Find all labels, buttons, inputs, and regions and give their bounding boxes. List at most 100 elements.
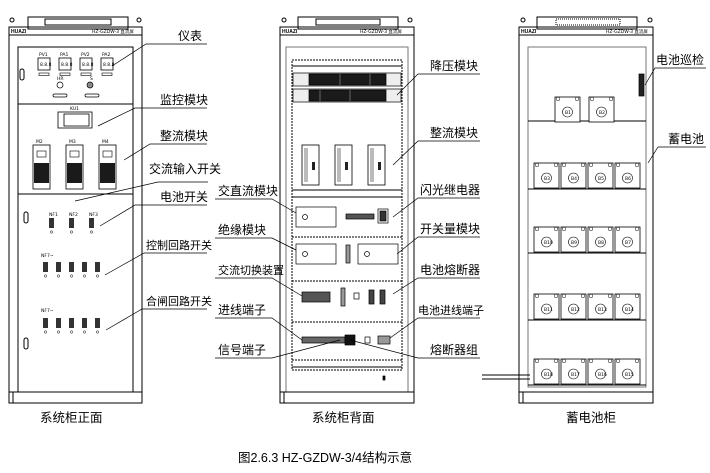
lifting-eye	[281, 17, 287, 23]
switch-indicator	[70, 230, 73, 234]
callout-control-circuit-switch: 控制回路开关	[146, 238, 212, 252]
battery-cell	[533, 162, 560, 189]
acdc-module-knob	[302, 214, 308, 220]
terminal-negative	[615, 358, 621, 364]
battery-cabinet	[482, 16, 654, 404]
terminal-negative	[534, 162, 540, 168]
figure-caption: 图2.6.3 HZ-GZDW-3/4结构示意	[238, 450, 412, 465]
indicator-label-hr: HR	[57, 76, 64, 82]
meter-readout: 8.8.8	[61, 62, 73, 68]
rectifier-heatsink	[337, 148, 341, 182]
terminal-negative	[588, 293, 594, 299]
rectifier-display	[102, 150, 113, 158]
cell-label-ring	[622, 172, 633, 184]
cell-label-ring	[541, 236, 552, 248]
step-down-modules	[292, 72, 402, 103]
small-relay	[353, 292, 360, 300]
terminal-positive	[608, 96, 614, 102]
rear-brand-logo: HUAZI	[282, 29, 298, 35]
switch-indicator	[83, 330, 86, 334]
callout-monitor-module: 监控模块	[160, 93, 208, 107]
meter-nameplate	[80, 72, 92, 76]
terminal-positive	[634, 293, 640, 299]
terminal-positive	[607, 293, 613, 299]
rear-model-plate: HZ-GZDW-3 直流屏	[360, 28, 402, 35]
closing-circuit-switch	[43, 318, 48, 328]
terminal-positive	[580, 226, 586, 232]
terminal-negative	[561, 358, 567, 364]
callout-closing-circuit-switch: 合闸回路开关	[146, 294, 212, 308]
meter-panel	[17, 46, 134, 105]
front-top-slot	[44, 18, 112, 26]
battery-switch	[49, 218, 54, 228]
front-callout-leaders	[74, 43, 208, 331]
terminal-positive	[607, 162, 613, 168]
meter-label: PV1	[39, 52, 48, 58]
battery-top-slot	[555, 18, 621, 26]
terminal-positive	[580, 162, 586, 168]
control-circuit-switch	[95, 262, 100, 272]
panel-meter	[58, 57, 72, 71]
rectifier-label: M4	[102, 139, 109, 145]
switch-quantity-module	[357, 243, 399, 265]
switch-indicator	[57, 274, 60, 278]
closing-circuit-switch	[56, 318, 61, 328]
battery-cell-label: B15	[625, 372, 634, 378]
battery-base	[518, 391, 654, 404]
battery-top-bracket	[536, 16, 638, 30]
cell-label-ring	[596, 106, 607, 118]
control-group-label: NF7~	[41, 253, 54, 259]
cell-label-ring	[595, 303, 606, 315]
battery-cabinet-caption: 蓄电池柜	[566, 410, 616, 425]
callout-rectifier-rear: 整流模块	[430, 125, 478, 140]
battery-cell	[587, 358, 614, 385]
lifting-eye	[520, 17, 526, 23]
battery-cell-label: B3	[544, 176, 550, 182]
terminal-positive	[553, 358, 559, 364]
rear-base	[279, 391, 415, 404]
insulation-module	[295, 243, 337, 265]
indicator-label-s: S	[90, 76, 93, 82]
battery-cell	[560, 162, 587, 189]
switch-indicator	[57, 330, 60, 334]
step-down-module	[308, 73, 387, 86]
cell-label-ring	[622, 368, 633, 380]
switch-indicator	[83, 274, 86, 278]
meter-nameplate	[101, 72, 113, 76]
battery-cell	[614, 226, 641, 253]
meter-label: PA2	[102, 52, 111, 58]
lifting-eye	[136, 17, 142, 23]
meter-label: PA1	[60, 52, 69, 58]
battery-switch	[69, 218, 74, 228]
callout-step-down-module: 降压模块	[430, 59, 478, 73]
cell-label-ring	[568, 303, 579, 315]
battery-cell-label: B2	[599, 110, 605, 116]
front-base	[8, 391, 143, 404]
cell-label-ring	[595, 368, 606, 380]
callout-battery: 蓄电池	[668, 132, 704, 146]
terminal-negative	[588, 226, 594, 232]
battery-inspection-unit	[638, 73, 645, 97]
terminal-strip	[345, 213, 375, 220]
rectifier-label: M3	[69, 139, 76, 145]
door-handle	[23, 211, 29, 224]
battery-cell-label: B4	[571, 176, 577, 182]
battery-cell	[587, 293, 614, 320]
battery-cell-label: B9	[571, 240, 577, 246]
battery-cell-label: B1	[565, 110, 571, 116]
rear-cabinet	[279, 16, 415, 404]
closing-circuit-switch	[95, 318, 100, 328]
terminal-positive	[634, 358, 640, 364]
cell-label-ring	[568, 368, 579, 380]
insulation-module-knob	[302, 251, 308, 257]
cell-label-ring	[568, 172, 579, 184]
terminal-rail	[301, 336, 346, 344]
control-circuit-switch	[56, 262, 61, 272]
terminal-negative	[561, 226, 567, 232]
battery-switch-label: NF1	[49, 212, 58, 218]
battery-cell	[588, 96, 615, 123]
terminal-positive	[553, 226, 559, 232]
switch-indicator	[44, 330, 47, 334]
